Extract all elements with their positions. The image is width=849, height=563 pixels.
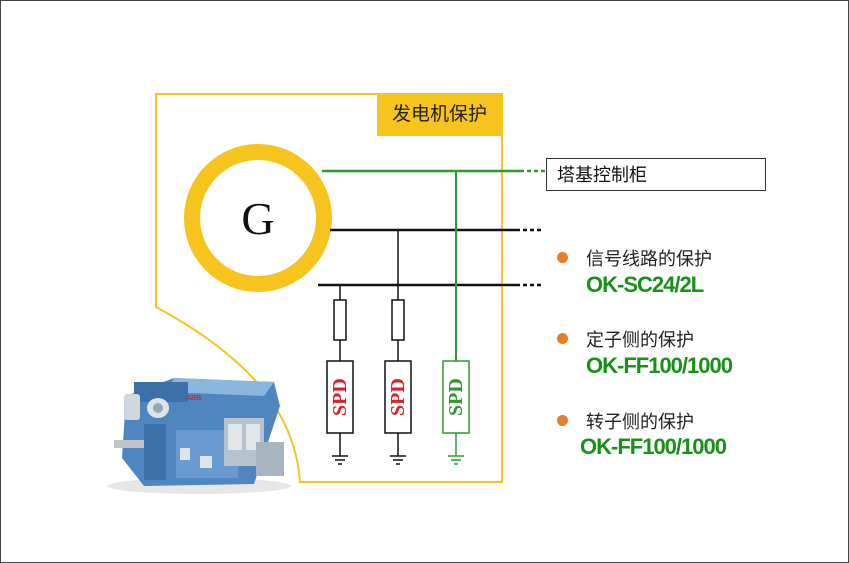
protection-2-product: OK-FF100/1000 (586, 353, 733, 378)
protection-1-product: OK-SC24/2L (586, 272, 704, 297)
generator-motor-image: ABB (107, 378, 291, 494)
protection-3-product: OK-FF100/1000 (580, 434, 727, 459)
spd-branch-3 (442, 171, 470, 465)
protection-3-title: 转子侧的保护 (586, 412, 694, 432)
motor-brand-text: ABB (186, 395, 201, 402)
protection-2-title: 定子侧的保护 (586, 330, 694, 350)
bullet-icon (557, 252, 568, 263)
diagram-title: 发电机保护 (377, 94, 502, 136)
spd-label-1: SPD (329, 378, 351, 416)
spd-branch-2 (384, 230, 412, 465)
spd-branch-1 (326, 285, 354, 465)
tower-control-cabinet: 塔基控制柜 (546, 158, 766, 191)
bullet-icon (557, 415, 568, 426)
protection-1-title: 信号线路的保护 (586, 249, 712, 269)
generator-label: G (241, 193, 275, 244)
spd-label-2: SPD (387, 378, 409, 416)
generator-core (200, 160, 316, 276)
spd-label-3: SPD (445, 378, 467, 416)
bullet-icon (557, 333, 568, 344)
